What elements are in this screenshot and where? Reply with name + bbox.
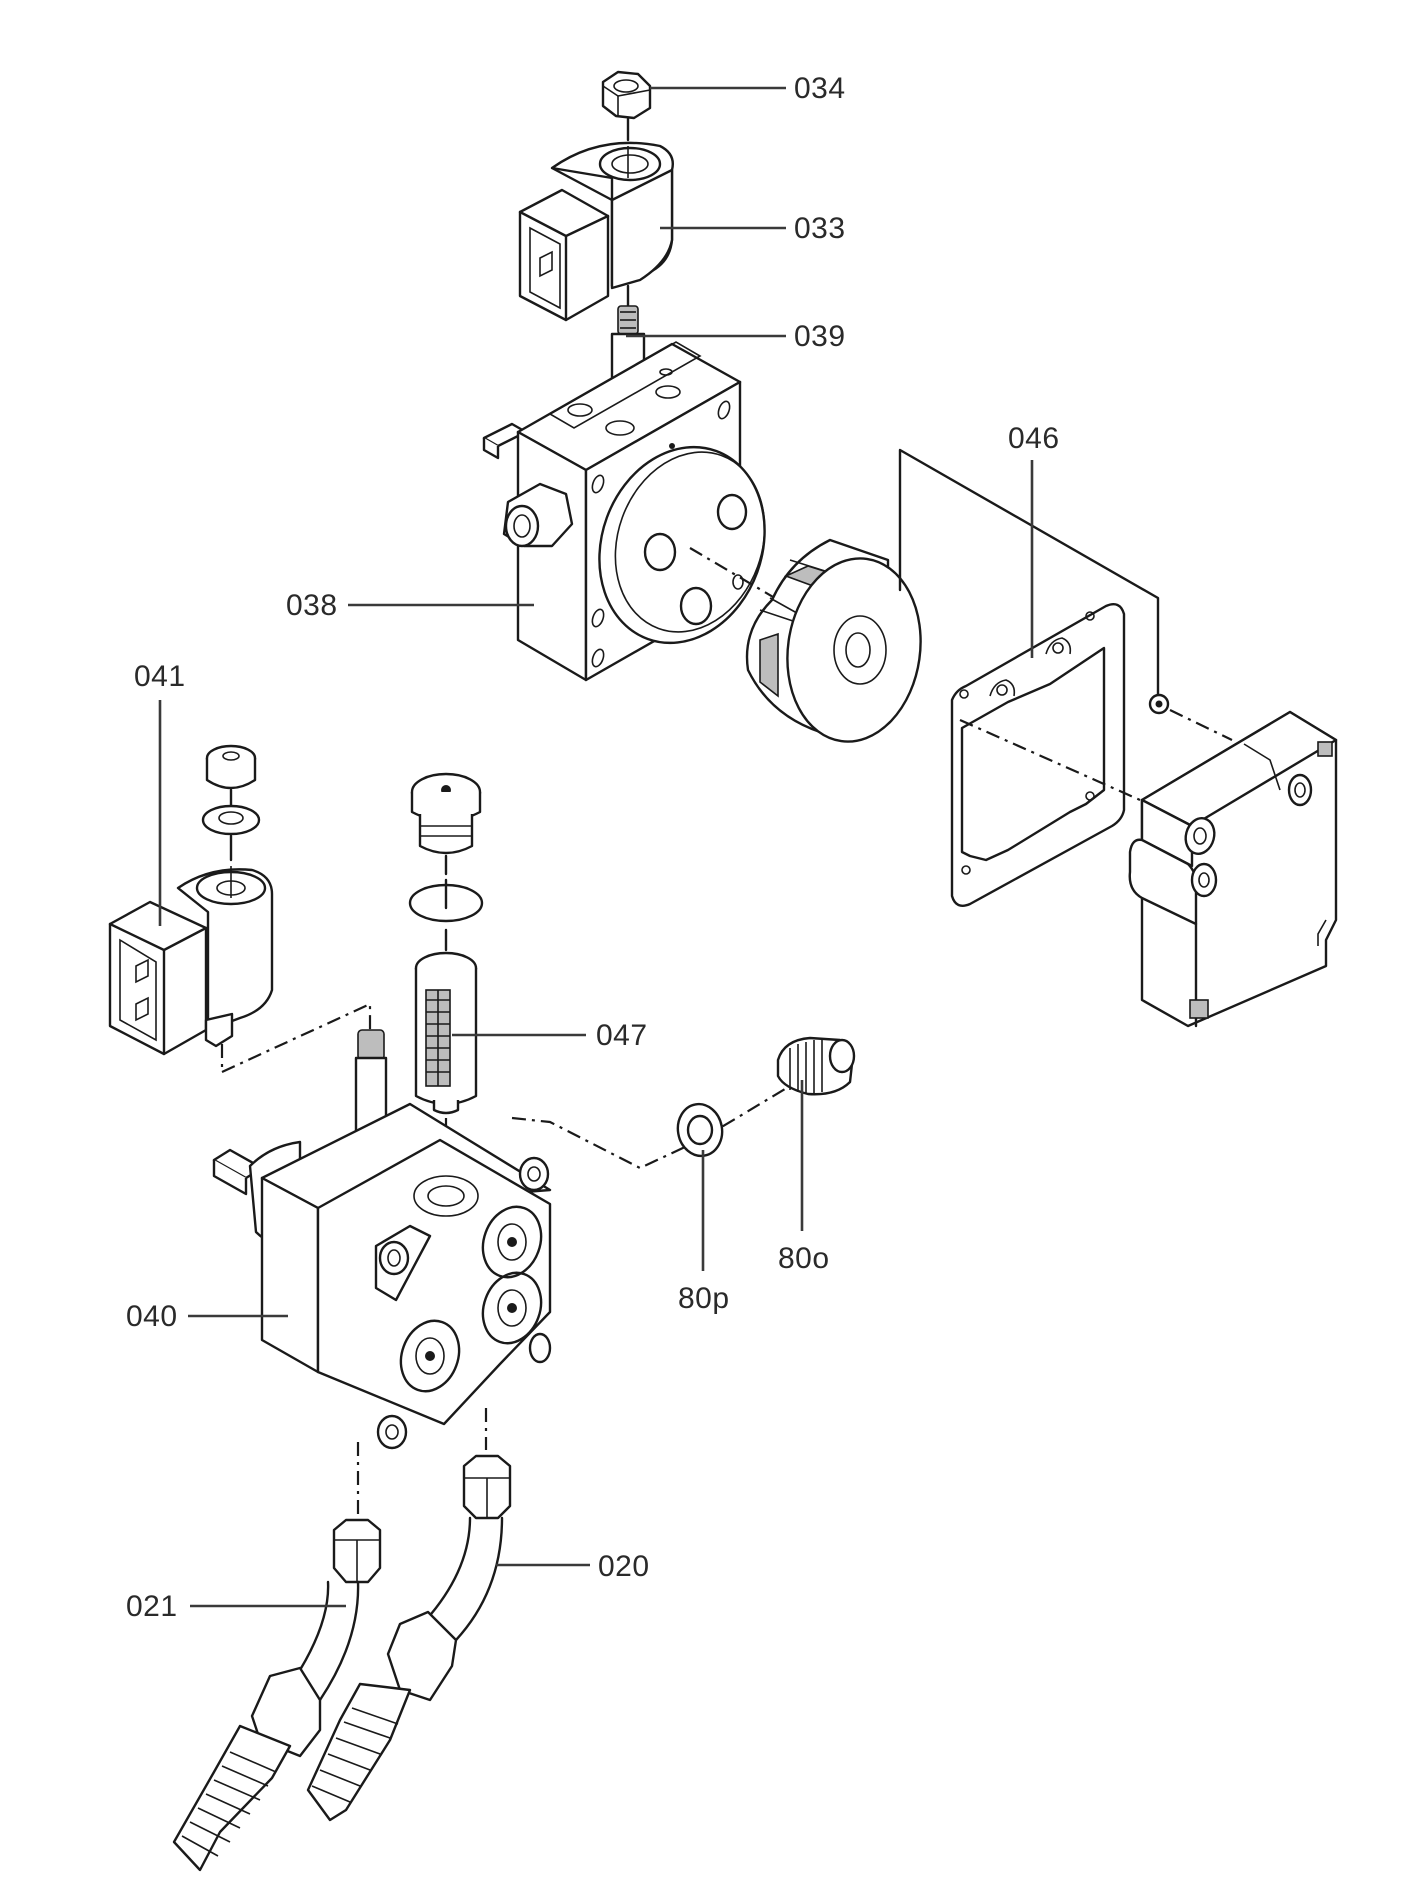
axis-line-gasket-motor bbox=[959, 718, 1141, 802]
part-label-040: 040 bbox=[126, 1300, 178, 1333]
part-label-033: 033 bbox=[794, 212, 846, 245]
part-label-020: 020 bbox=[598, 1550, 650, 1583]
part-047-filter-assembly bbox=[408, 772, 484, 1115]
part-040-oil-pump bbox=[212, 1102, 552, 1450]
part-screw-small bbox=[1148, 693, 1170, 715]
part-021-hose bbox=[172, 1518, 382, 1872]
part-label-046: 046 bbox=[1008, 422, 1060, 455]
part-label-038: 038 bbox=[286, 589, 338, 622]
part-label-047: 047 bbox=[596, 1019, 648, 1052]
part-038-oil-pump bbox=[482, 341, 766, 682]
part-label-80p: 80p bbox=[678, 1282, 730, 1315]
part-motor-housing bbox=[1128, 710, 1338, 1028]
part-label-039: 039 bbox=[794, 320, 846, 353]
part-041-solenoid-assembly bbox=[108, 744, 274, 1056]
part-label-021: 021 bbox=[126, 1590, 178, 1623]
bracket-line-coupling-to-motor bbox=[898, 448, 1160, 702]
part-label-034: 034 bbox=[794, 72, 846, 105]
axis-line-screw-motor bbox=[1169, 709, 1233, 741]
part-034-hex-nut bbox=[601, 70, 652, 120]
part-80o-fitting bbox=[776, 1036, 856, 1096]
axis-line-040-seal-fitting bbox=[511, 1085, 791, 1170]
part-80p-seal-ring bbox=[676, 1102, 724, 1158]
part-046-gasket bbox=[950, 603, 1126, 907]
axis-line-041-to-stem bbox=[221, 1002, 372, 1073]
part-coupling-wheel bbox=[745, 538, 922, 743]
part-020-hose bbox=[306, 1454, 512, 1822]
part-label-041: 041 bbox=[134, 660, 186, 693]
part-033-solenoid-coil bbox=[518, 141, 674, 322]
part-label-80o: 80o bbox=[778, 1242, 830, 1275]
